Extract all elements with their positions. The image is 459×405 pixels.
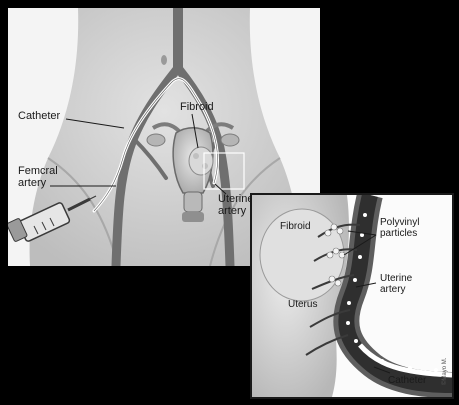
femoral-artery-label-line2: artery bbox=[18, 177, 46, 189]
inset-catheter-label: Catheter bbox=[388, 375, 426, 386]
fibroid-mass bbox=[189, 147, 213, 175]
inset-fibroid-label: Fibroid bbox=[280, 221, 311, 232]
uterine-artery-label-line2: artery bbox=[218, 205, 246, 217]
navel bbox=[161, 55, 167, 65]
inset-detail-panel: Fibroid Polyvinyl particles Uterine arte… bbox=[250, 193, 454, 399]
femoral-artery-label-line1: Femcral bbox=[18, 165, 58, 177]
inset-uterus-label: Uterus bbox=[288, 299, 317, 310]
illustration-credit: ©Mayo M. bbox=[442, 358, 448, 385]
inset-uterine-artery-label-line2: artery bbox=[380, 284, 406, 295]
uterine-artery-label-line1: Uterine bbox=[218, 193, 253, 205]
polyvinyl-particles-label-line2: particles bbox=[380, 228, 417, 239]
catheter-label: Catheter bbox=[18, 110, 60, 122]
inset-uterine-artery-label-line1: Uterine bbox=[380, 273, 412, 284]
fibroid-label: Fibroid bbox=[180, 101, 214, 113]
polyvinyl-particles-label-line1: Polyvinyl bbox=[380, 217, 419, 228]
